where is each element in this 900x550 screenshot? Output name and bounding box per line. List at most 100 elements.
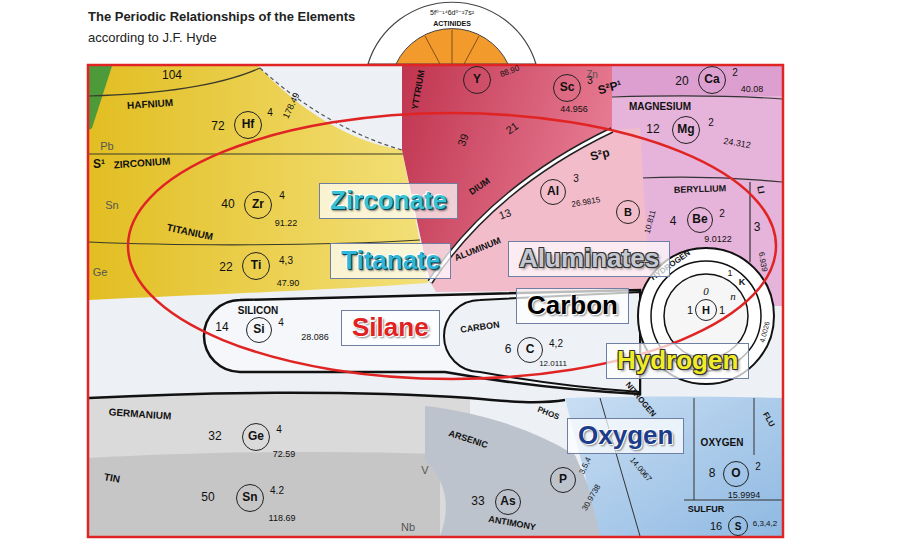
atomic-number: 6 — [505, 343, 512, 356]
element-symbol: Ca — [698, 66, 726, 94]
chalcogen-region — [565, 397, 782, 537]
element-symbol: Mg — [672, 116, 700, 144]
actinides-dividers — [425, 30, 479, 64]
valence: 2 — [708, 117, 714, 128]
atomic-weight: 24.312 — [723, 137, 752, 152]
atomic-weight: 14.0067 — [627, 456, 652, 484]
red-frame — [88, 65, 783, 537]
band-line — [89, 68, 260, 96]
element-symbol: Sn — [236, 484, 264, 512]
orbital-note: 5f⁰⁻¹⁴6d⁰⁻²7s² — [430, 9, 474, 17]
valence: 4,2 — [549, 338, 563, 349]
element-symbol: H — [695, 299, 717, 321]
dashed-band-line — [260, 68, 402, 150]
calcium-band — [600, 66, 782, 96]
atomic-number: 16 — [710, 520, 722, 532]
atomic-number: 40 — [221, 198, 234, 211]
related-element: Zn — [586, 69, 598, 80]
label-text: Aluminates — [519, 244, 659, 274]
related-element: Sn — [105, 199, 118, 211]
element-name: CARBON — [460, 320, 500, 335]
valence: 4 — [267, 107, 273, 118]
band-line — [754, 398, 755, 455]
label-box: Oxygen — [567, 418, 684, 454]
atomic-weight: 28.086 — [301, 333, 329, 343]
element-name: SILICON — [238, 305, 279, 316]
element-name: FLU — [760, 411, 775, 429]
element-symbol: Al — [540, 179, 566, 205]
element-name: NITROGEN — [623, 381, 657, 419]
element-symbol: Zr — [244, 191, 272, 219]
label-text: Carbon — [527, 291, 618, 321]
atomic-weight: 44.956 — [560, 105, 588, 115]
element-symbol: Y — [463, 66, 491, 94]
green-corner — [89, 66, 112, 130]
valence: 2 — [719, 208, 725, 219]
label-box: Hydrogen — [606, 343, 749, 379]
label-box: Titanate — [330, 243, 451, 279]
element-name: ZIRCONIUM — [113, 156, 170, 171]
related-element: Nb — [401, 521, 415, 533]
label-text: Zirconate — [330, 186, 447, 216]
atomic-weight: 91.22 — [275, 219, 298, 229]
element-name: HAFNIUM — [127, 97, 174, 111]
orbital-label: S²P¹ — [597, 79, 624, 98]
element-name: PHOS — [536, 406, 560, 423]
atomic-number: 13 — [497, 206, 513, 222]
atomic-number: 12 — [646, 123, 659, 136]
germanium-band — [89, 393, 470, 536]
atomic-weight: 9.0122 — [704, 235, 732, 245]
atomic-number: 20 — [675, 75, 688, 88]
element-name: DIUM — [468, 176, 493, 197]
element-name: GERMANIUM — [108, 406, 171, 421]
atomic-number: 22 — [219, 261, 232, 274]
element-symbol: Hf — [234, 111, 262, 139]
actinides-arc — [368, 2, 536, 64]
valence: 4.2 — [270, 485, 284, 496]
script-symbol: 0 — [703, 285, 709, 297]
atomic-number: 72 — [211, 120, 224, 133]
band-outline — [89, 393, 565, 402]
band-line — [89, 153, 404, 154]
atomic-weight: 12.0111 — [539, 360, 567, 369]
atomic-weight: 47.90 — [277, 279, 300, 289]
valence: 1 — [719, 304, 725, 316]
subtitle: according to J.F. Hyde — [88, 31, 217, 45]
related-element: Ge — [93, 266, 108, 278]
atomic-number: 104 — [162, 69, 182, 82]
valence: 3,5,4 — [578, 456, 593, 476]
label-text: Silane — [352, 313, 429, 343]
element-name: MAGNESIUM — [629, 101, 691, 112]
atomic-weight: 4.0026 — [759, 321, 772, 344]
valence: 4 — [279, 190, 285, 201]
element-name: ALUMINUM — [453, 236, 502, 264]
group-name: ACTINIDES — [433, 20, 471, 28]
atomic-number: 33 — [471, 495, 484, 508]
label-text: Hydrogen — [617, 346, 738, 376]
atomic-number: 32 — [208, 430, 221, 443]
script-symbol: n — [730, 290, 736, 302]
actinides-band — [396, 29, 508, 64]
valence: 4,3 — [279, 255, 293, 266]
element-symbol: Be — [687, 207, 713, 233]
label-box: Silane — [341, 310, 440, 346]
atomic-number: 8 — [709, 467, 716, 480]
label-box: Aluminates — [508, 241, 670, 277]
atomic-weight: 26.9815 — [571, 196, 601, 210]
valence: 4 — [276, 424, 282, 435]
label-text: Titanate — [341, 246, 440, 276]
ring-number: 1 — [727, 269, 732, 279]
red-ellipse — [128, 113, 776, 379]
related-element: Pb — [100, 140, 113, 152]
orbital-label: S¹ — [93, 158, 105, 171]
element-symbol: Ti — [242, 252, 270, 280]
atomic-number: 14 — [215, 321, 228, 334]
element-symbol: P — [550, 467, 576, 493]
valence: 2 — [755, 461, 761, 472]
element-symbol: As — [495, 489, 521, 515]
tin-band — [89, 452, 440, 536]
element-symbol: B — [616, 200, 640, 224]
atomic-number: 1 — [687, 304, 693, 316]
label-box: Zirconate — [319, 183, 458, 219]
